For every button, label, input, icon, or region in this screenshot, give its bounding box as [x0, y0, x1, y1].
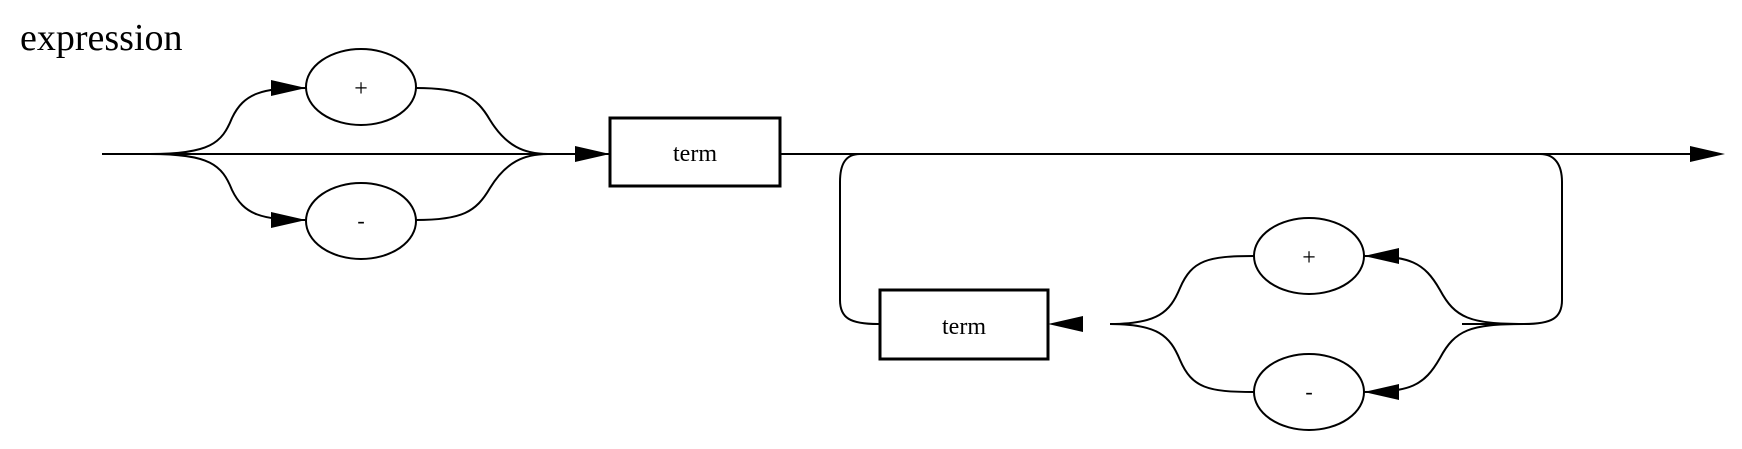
loop-term-label: term — [942, 314, 986, 340]
loop-plus-left-line — [1109, 255, 1255, 325]
loop-plus-node — [1253, 217, 1365, 295]
prefix-plus-node — [305, 48, 417, 126]
main-term-node — [608, 116, 782, 188]
end-arrow — [1690, 146, 1725, 162]
main-term-arrow — [575, 146, 610, 162]
diagram-title: expression — [20, 17, 183, 59]
loop-term-node — [878, 288, 1050, 361]
prefix-minus-arrow — [271, 212, 306, 228]
main-term-label: term — [673, 141, 717, 167]
loop-minus-right-line — [1363, 323, 1525, 393]
loop-plus-arrow — [1364, 248, 1399, 264]
prefix-plus-exit-line — [415, 87, 549, 155]
loop-plus-right-line — [1363, 255, 1525, 325]
prefix-plus-label: + — [354, 76, 368, 102]
prefix-minus-label: - — [357, 208, 364, 233]
prefix-plus-arrow — [271, 80, 306, 96]
loop-left-line — [839, 153, 880, 325]
loop-minus-left-line — [1109, 323, 1255, 393]
loop-term-arrow — [1048, 316, 1083, 332]
prefix-minus-exit-line — [415, 153, 549, 221]
prefix-minus-entry-line — [149, 153, 307, 221]
prefix-minus-node — [305, 182, 417, 260]
loop-minus-label: - — [1305, 379, 1312, 404]
loop-minus-node — [1253, 353, 1365, 431]
prefix-plus-entry-line — [149, 87, 307, 155]
loop-minus-arrow — [1364, 384, 1399, 400]
loop-plus-label: + — [1302, 245, 1316, 271]
loop-right-line — [1462, 153, 1563, 325]
